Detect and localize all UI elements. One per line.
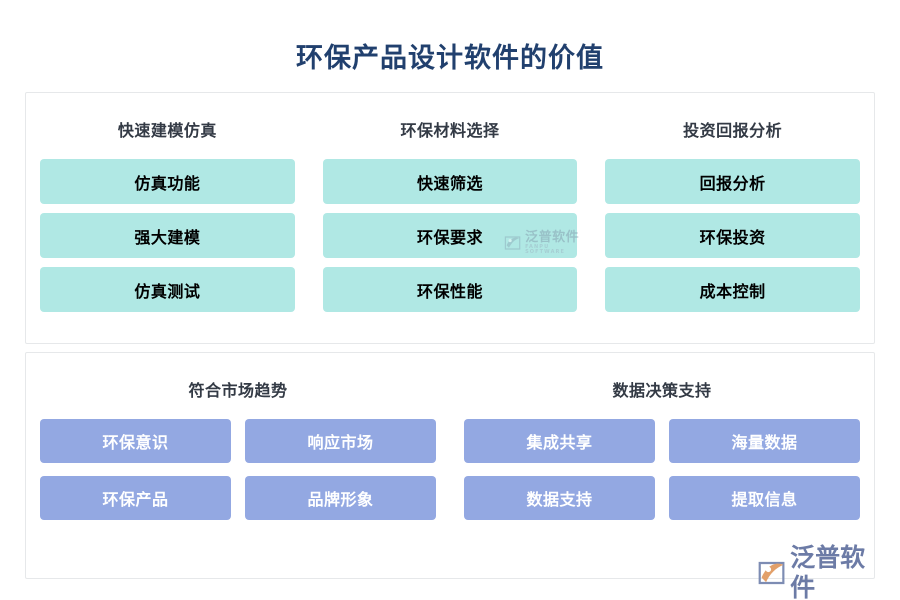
pill-item[interactable]: 仿真功能 bbox=[40, 159, 295, 204]
pill-item[interactable]: 响应市场 bbox=[245, 419, 436, 463]
pill-item[interactable]: 环保投资 bbox=[605, 213, 861, 258]
bottom-card: 符合市场趋势 环保意识 响应市场 环保产品 品牌形象 数据决策支持 集成共享 海… bbox=[25, 352, 875, 579]
top-card: 快速建模仿真 仿真功能 强大建模 仿真测试 环保材料选择 快速筛选 环保要求 环… bbox=[25, 92, 875, 344]
pill-item[interactable]: 数据支持 bbox=[464, 476, 655, 520]
top-card-groups: 快速建模仿真 仿真功能 强大建模 仿真测试 环保材料选择 快速筛选 环保要求 环… bbox=[26, 93, 874, 343]
pill-item[interactable]: 环保性能 bbox=[322, 267, 578, 312]
pill-item[interactable]: 快速筛选 bbox=[322, 159, 578, 204]
page-title: 环保产品设计软件的价值 bbox=[296, 43, 604, 74]
pill-grid: 环保意识 响应市场 环保产品 品牌形象 bbox=[40, 419, 436, 520]
pill-item[interactable]: 仿真测试 bbox=[40, 267, 295, 312]
group-eco-material: 环保材料选择 快速筛选 环保要求 环保性能 bbox=[309, 93, 592, 343]
pill-item[interactable]: 提取信息 bbox=[669, 476, 860, 520]
pill-item[interactable]: 强大建模 bbox=[40, 213, 295, 258]
pill-item[interactable]: 环保产品 bbox=[40, 476, 231, 520]
group-title: 投资回报分析 bbox=[683, 121, 783, 140]
pill-item[interactable]: 环保意识 bbox=[40, 419, 231, 463]
group-title: 快速建模仿真 bbox=[117, 121, 217, 140]
group-title: 符合市场趋势 bbox=[188, 381, 288, 400]
pill-item[interactable]: 环保要求 bbox=[322, 213, 578, 258]
pill-item[interactable]: 集成共享 bbox=[464, 419, 655, 463]
group-title: 环保材料选择 bbox=[400, 121, 500, 140]
bottom-card-groups: 符合市场趋势 环保意识 响应市场 环保产品 品牌形象 数据决策支持 集成共享 海… bbox=[26, 353, 874, 578]
group-fast-modeling: 快速建模仿真 仿真功能 强大建模 仿真测试 bbox=[26, 93, 309, 343]
group-roi-analysis: 投资回报分析 回报分析 环保投资 成本控制 bbox=[591, 93, 874, 343]
pill-item[interactable]: 品牌形象 bbox=[245, 476, 436, 520]
group-title: 数据决策支持 bbox=[612, 381, 712, 400]
pill-item[interactable]: 海量数据 bbox=[669, 419, 860, 463]
group-market-trend: 符合市场趋势 环保意识 响应市场 环保产品 品牌形象 bbox=[26, 353, 450, 578]
pill-item[interactable]: 回报分析 bbox=[605, 159, 861, 204]
pill-grid: 集成共享 海量数据 数据支持 提取信息 bbox=[464, 419, 860, 520]
pill-item[interactable]: 成本控制 bbox=[605, 267, 861, 312]
group-data-decision: 数据决策支持 集成共享 海量数据 数据支持 提取信息 bbox=[450, 353, 874, 578]
